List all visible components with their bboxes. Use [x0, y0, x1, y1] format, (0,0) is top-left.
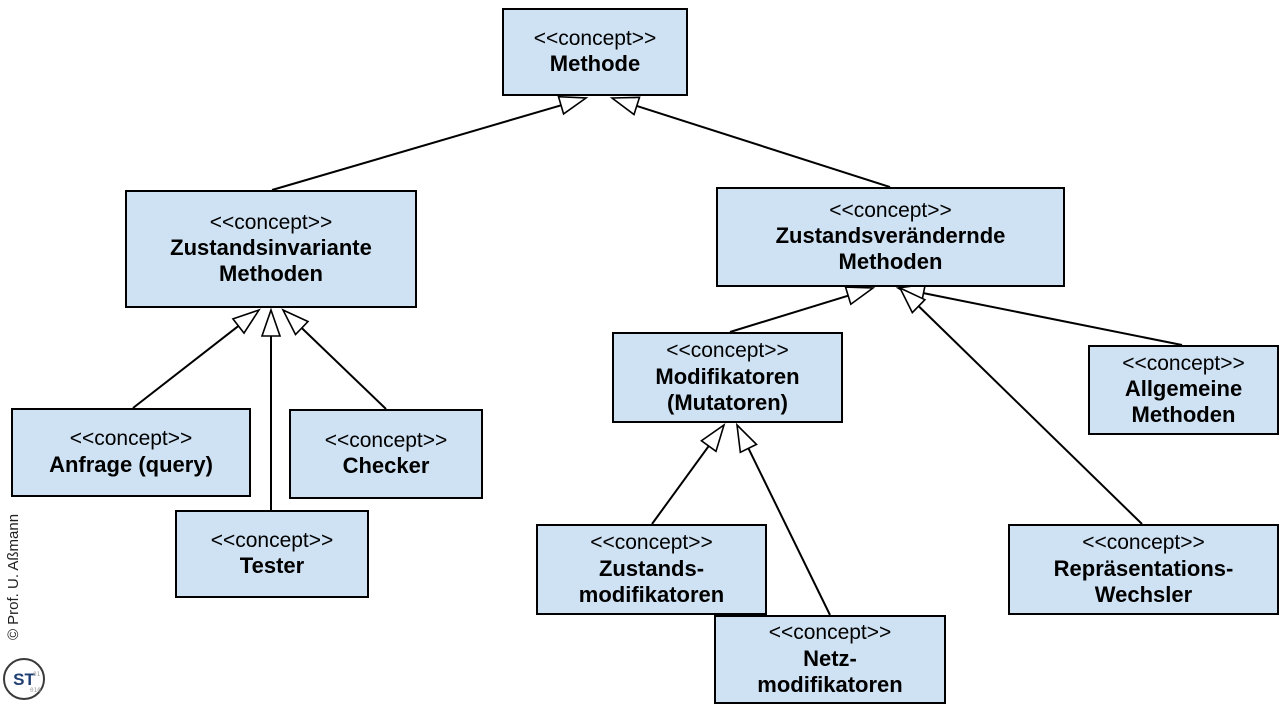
node-methode[interactable]: <<concept>> Methode	[502, 8, 688, 96]
stereotype-label: <<concept>>	[1122, 351, 1245, 375]
stereotype-label: <<concept>>	[829, 198, 952, 222]
node-allgemeine[interactable]: <<concept>> Allgemeine Methoden	[1088, 345, 1279, 435]
edge-line	[923, 292, 1183, 346]
edge-line	[132, 325, 240, 409]
node-checker[interactable]: <<concept>> Checker	[289, 409, 483, 499]
inheritance-edge	[271, 95, 589, 191]
edge-line	[271, 104, 562, 191]
node-name: Zustandsverändernde Methoden	[775, 223, 1006, 275]
stereotype-label: <<concept>>	[210, 528, 334, 552]
svg-text:010: 010	[30, 687, 41, 694]
edge-line	[729, 294, 849, 333]
node-name: Tester	[239, 553, 305, 579]
generalization-arrowhead	[844, 286, 876, 306]
node-name: Zustandsinvariante Methoden	[170, 235, 372, 287]
node-zustandsmodifikatoren[interactable]: <<concept>> Zustands- modifikatoren	[536, 524, 767, 615]
inheritance-edge	[735, 422, 831, 616]
node-name: Methode	[549, 51, 641, 77]
generalization-arrowhead	[231, 308, 261, 335]
generalization-arrowhead	[260, 307, 282, 337]
generalization-arrowhead	[700, 423, 726, 453]
stereotype-label: <<concept>>	[69, 427, 193, 451]
node-name: Zustands- modifikatoren	[578, 555, 725, 607]
stereotype-label: <<concept>>	[209, 210, 333, 234]
node-name: Allgemeine Methoden	[1124, 376, 1243, 428]
node-zustandsveraendernde[interactable]: <<concept>> Zustandsverändernde Methoden	[716, 187, 1065, 287]
node-modifikatoren[interactable]: <<concept>> Modifikatoren (Mutatoren)	[612, 332, 843, 423]
stereotype-label: <<concept>>	[1082, 531, 1205, 555]
node-anfrage[interactable]: <<concept>> Anfrage (query)	[11, 408, 251, 497]
node-tester[interactable]: <<concept>> Tester	[175, 510, 369, 598]
inheritance-edge	[898, 286, 1143, 525]
stereotype-label: <<concept>>	[533, 26, 657, 50]
inheritance-edge	[260, 307, 282, 510]
node-name: Netz- modifikatoren	[757, 645, 903, 697]
stereotype-label: <<concept>>	[768, 621, 892, 645]
edge-line	[301, 327, 387, 410]
node-netzmodifikatoren[interactable]: <<concept>> Netz- modifikatoren	[714, 615, 946, 704]
inheritance-edge	[729, 286, 876, 333]
generalization-arrowhead	[735, 422, 758, 454]
node-repraesentationswechsler[interactable]: <<concept>> Repräsentations- Wechsler	[1008, 524, 1279, 615]
edge-line	[636, 104, 891, 188]
stereotype-label: <<concept>>	[324, 428, 448, 452]
inheritance-edge	[132, 308, 261, 409]
st-logo-icon: ST 01 010	[3, 658, 45, 700]
svg-text:01: 01	[33, 671, 41, 678]
node-name: Checker	[342, 453, 430, 479]
stereotype-label: <<concept>>	[666, 339, 789, 363]
node-name: Modifikatoren (Mutatoren)	[655, 363, 800, 415]
generalization-arrowhead	[609, 96, 641, 116]
generalization-arrowhead	[281, 308, 310, 336]
node-name: Repräsentations- Wechsler	[1053, 555, 1234, 607]
inheritance-edge	[651, 423, 726, 525]
edge-line	[917, 305, 1143, 525]
inheritance-edge	[609, 96, 891, 188]
inheritance-edge	[895, 283, 1183, 346]
logo-text: ST	[13, 670, 35, 689]
stereotype-label: <<concept>>	[590, 531, 713, 555]
node-zustandsinvariante[interactable]: <<concept>> Zustandsinvariante Methoden	[125, 190, 417, 308]
inheritance-edge	[281, 308, 387, 410]
generalization-arrowhead	[557, 95, 589, 116]
node-name: Anfrage (query)	[49, 451, 213, 477]
generalization-arrowhead	[898, 286, 927, 314]
edge-line	[747, 447, 831, 616]
copyright-text: © Prof. U. Aßmann	[5, 513, 22, 641]
edge-line	[651, 445, 710, 525]
